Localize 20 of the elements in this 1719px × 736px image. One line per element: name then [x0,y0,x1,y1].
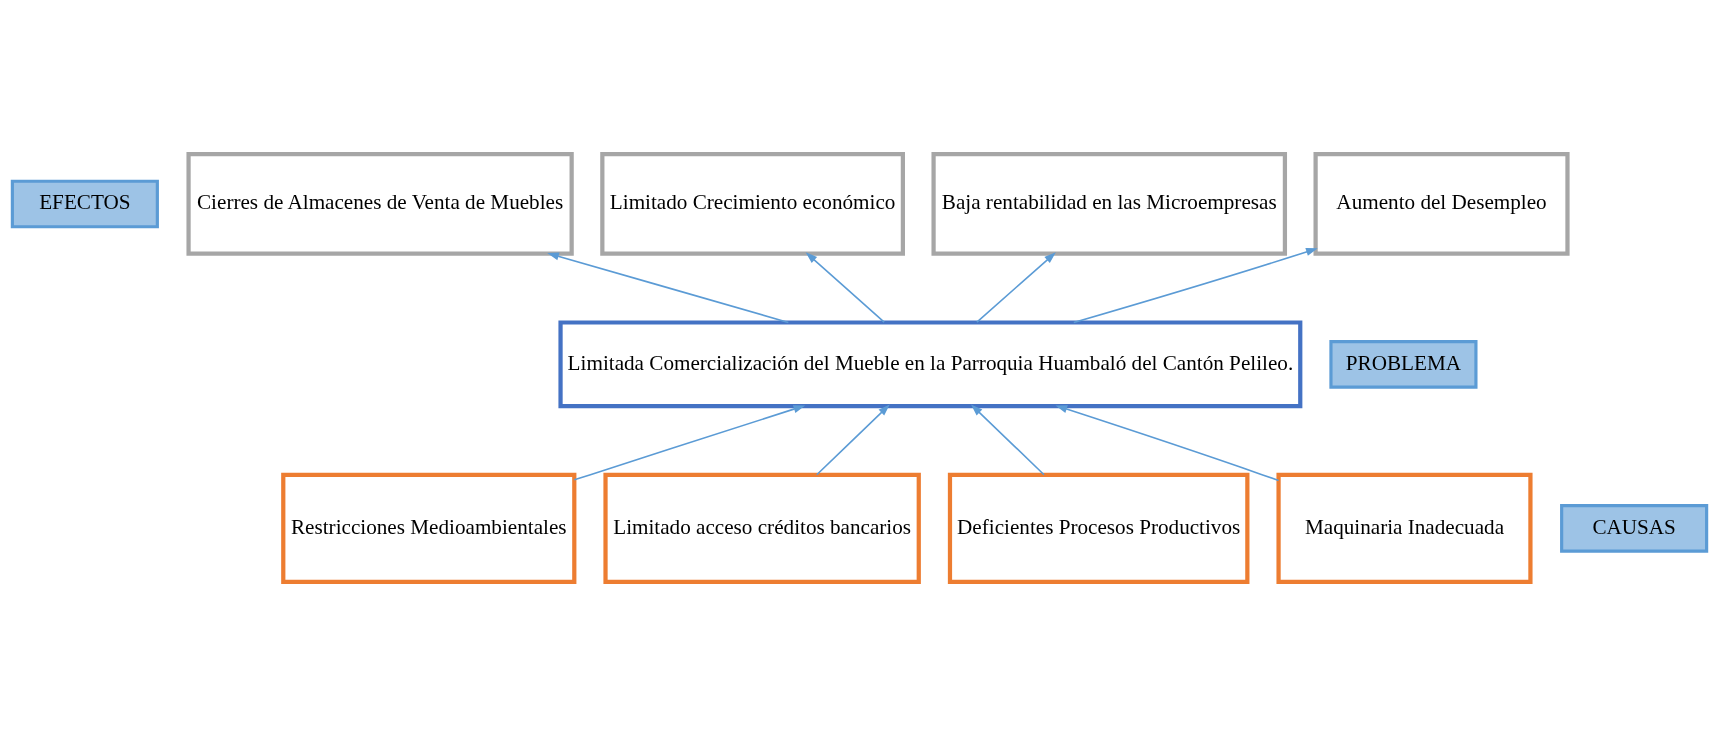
node-box: PROBLEMA [1329,339,1478,389]
node-box: Deficientes Procesos Productivos [947,472,1250,584]
arrow [1055,405,1280,482]
node-box: Limitado Crecimiento económico [600,152,905,256]
arrow [805,252,885,323]
node-box: Baja rentabilidad en las Microempresas [931,152,1288,256]
node-box: Cierres de Almacenes de Venta de Muebles [186,152,574,256]
node-box: CAUSAS [1560,504,1709,553]
node-box: Restricciones Medioambientales [281,472,577,584]
arrow [971,404,1045,476]
arrow [547,252,790,324]
node-box: EFECTOS [10,179,159,229]
node-box: Maquinaria Inadecuada [1276,472,1533,584]
arrow [1072,247,1318,324]
node-box: Limitado acceso créditos bancarios [603,472,921,584]
arrow [976,252,1056,323]
node-box: Aumento del Desempleo [1313,152,1570,256]
node-box: Limitada Comercialización del Mueble en la Parroquia Huambaló del Cantón Pelileo. [558,320,1303,409]
arrow [815,404,890,476]
arrow [573,405,806,481]
